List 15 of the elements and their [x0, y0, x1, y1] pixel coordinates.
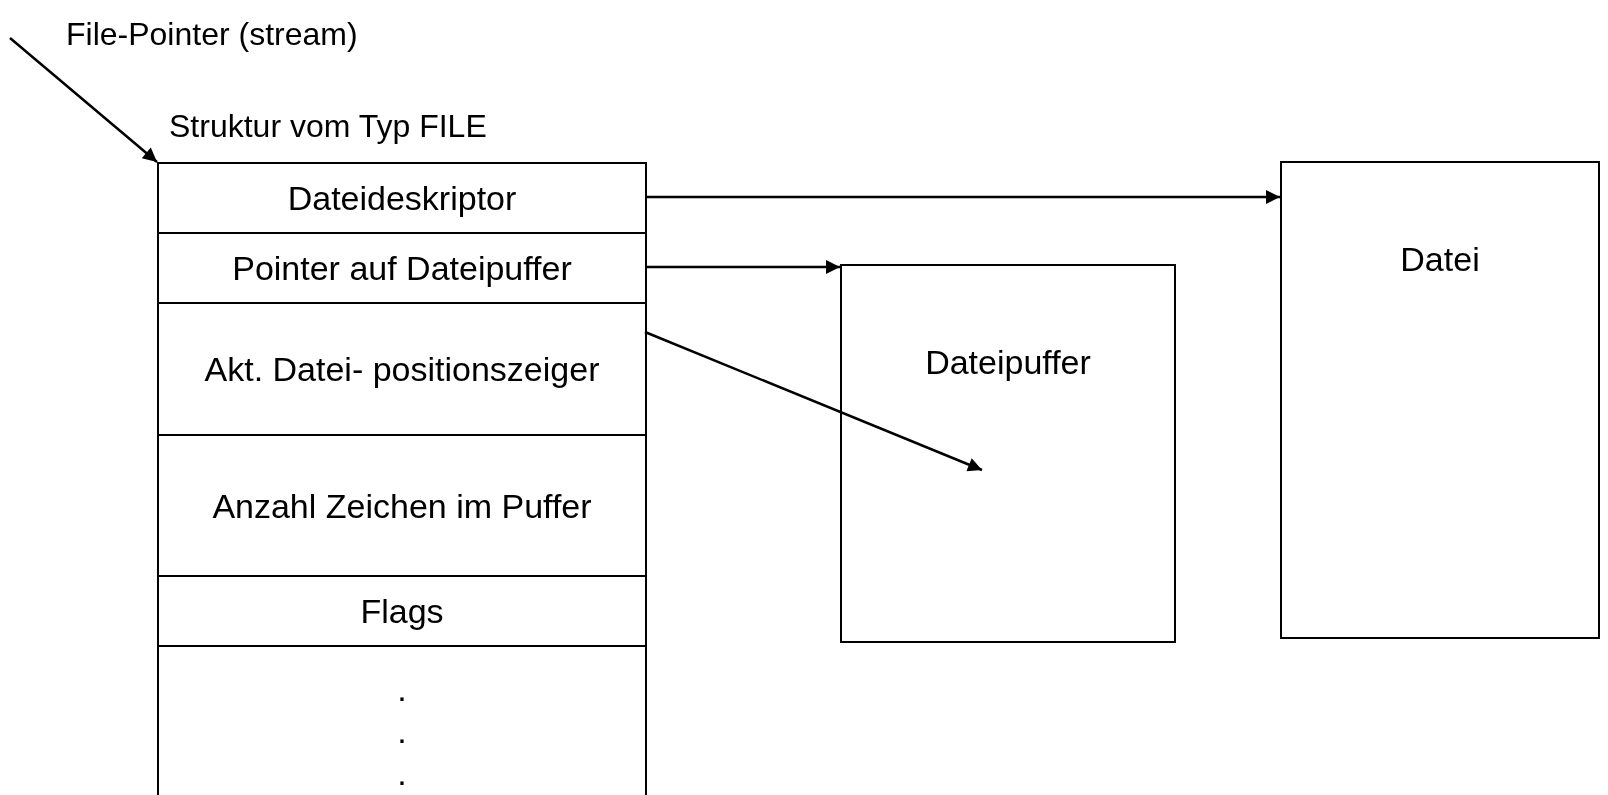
arrow	[644, 330, 983, 472]
field-label: Dateideskriptor	[287, 178, 517, 218]
arrow	[645, 260, 840, 274]
field-label: Flags	[360, 591, 444, 631]
field-label: .	[397, 753, 407, 794]
arrow	[9, 37, 158, 163]
arrow	[645, 190, 1280, 204]
field-label: Akt. Datei- positionszeiger	[204, 349, 600, 389]
field-label: Pointer auf Dateipuffer	[232, 248, 572, 288]
struct-heading: Struktur vom Typ FILE	[169, 108, 487, 145]
field-label: Anzahl Zeichen im Puffer	[212, 485, 592, 526]
buffer-box: Dateipuffer	[840, 264, 1176, 643]
file-box: Datei	[1280, 161, 1600, 639]
field-label: .	[397, 669, 407, 710]
field-label: .	[397, 711, 407, 752]
